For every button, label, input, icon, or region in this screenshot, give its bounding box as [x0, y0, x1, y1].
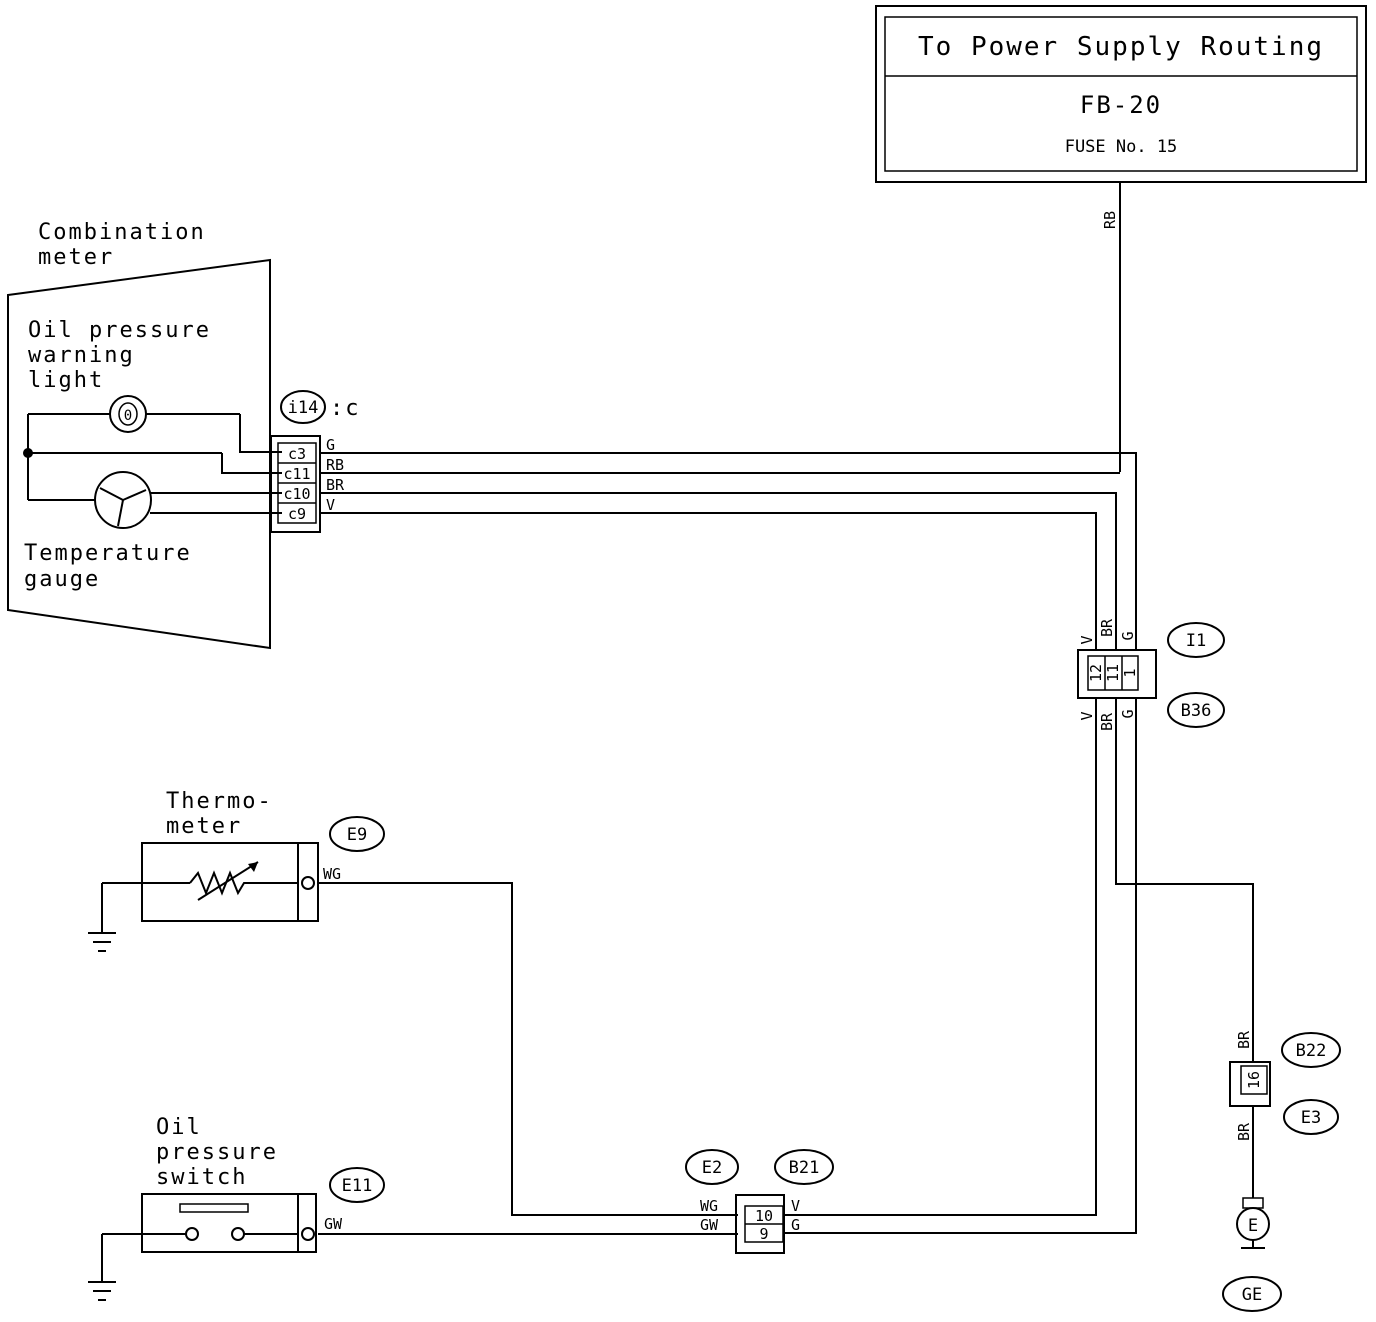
rb-feed-label: RB [1101, 211, 1119, 229]
temp-gauge-label-2: gauge [24, 567, 100, 592]
rb-feed-wire: RB [1101, 182, 1121, 472]
oil-warning-lamp-symbol: 0 [124, 408, 132, 424]
connector-b22-label: B22 [1296, 1041, 1327, 1061]
wire-label-br-b22-top: BR [1235, 1030, 1253, 1049]
combination-meter-title-1: Combination [38, 220, 206, 245]
lower-harness-wires [784, 698, 1254, 1234]
ground-point-ge: E GE [1222, 1197, 1282, 1312]
wire-label-br-top: BR [1098, 618, 1116, 637]
oil-light-label-1: Oil pressure [28, 318, 211, 343]
wire-label-g-bottom: G [1119, 709, 1137, 718]
i14-pin-c11: c11 [283, 465, 310, 483]
oil-warning-lamp-icon: 0 [109, 395, 147, 433]
connector-i1-label: I1 [1186, 631, 1206, 651]
ground-ge-label: GE [1242, 1285, 1262, 1305]
thermometer-title-1: Thermo- [166, 789, 273, 814]
oil-light-label-2: warning [28, 343, 135, 368]
connector-e9-label: E9 [347, 825, 367, 845]
connector-e11-label: E11 [342, 1176, 373, 1196]
wire-label-g-b21: G [791, 1216, 800, 1234]
connector-e2-b21: E2 B21 10 9 WG GW V G [685, 1149, 834, 1254]
e2-pin-10: 10 [755, 1207, 773, 1225]
wire-label-g-i14: G [326, 436, 335, 454]
wire-label-wg-e2: WG [700, 1197, 718, 1215]
connector-i1-b36: V BR G 12 11 1 I1 B36 V BR G [1077, 618, 1225, 731]
i14-pin-c10: c10 [283, 485, 310, 503]
wire-label-gw-e11: GW [324, 1215, 343, 1233]
connector-e2-label: E2 [702, 1158, 722, 1178]
thermometer-title-2: meter [166, 814, 242, 839]
thermistor-icon [189, 861, 298, 901]
combination-meter: Combination meter Oil pressure warning l… [7, 220, 282, 650]
connector-b36-label: B36 [1181, 701, 1212, 721]
ground-e-label: E [1248, 1216, 1258, 1236]
e2-pin-9: 9 [759, 1225, 768, 1243]
i1-pin-11: 11 [1104, 664, 1122, 682]
ground-symbol-icon [88, 1234, 116, 1301]
connector-b22-e3: BR 16 B22 E3 BR [1229, 1030, 1341, 1198]
wire-label-g-top: G [1119, 631, 1137, 640]
combination-meter-title-2: meter [38, 245, 114, 270]
connector-i14-suffix: :c [330, 396, 361, 421]
wire-label-gw-e2: GW [700, 1216, 719, 1234]
temp-gauge-label-1: Temperature [24, 541, 192, 566]
oil-light-label-3: light [28, 368, 104, 393]
wire-label-br-b22-bottom: BR [1235, 1122, 1253, 1141]
oil-switch-title-3: switch [156, 1165, 247, 1190]
wire-label-v-i14: V [326, 496, 335, 514]
connector-b21-label: B21 [789, 1158, 820, 1178]
b22-pin-16: 16 [1245, 1071, 1263, 1089]
harness-wires [320, 452, 1137, 650]
ground-symbol-icon [88, 883, 116, 952]
fuse-label: FUSE No. 15 [1065, 137, 1178, 157]
oil-pressure-switch: Oil pressure switch E11 GW [102, 1115, 385, 1253]
pressure-switch-icon [102, 1203, 298, 1241]
wire-label-v-b21: V [791, 1197, 800, 1215]
wg-wire [318, 882, 738, 1216]
oil-switch-title-2: pressure [156, 1140, 278, 1165]
oil-switch-title-1: Oil [156, 1115, 202, 1140]
i1-pin-1: 1 [1121, 668, 1139, 677]
power-supply-title: To Power Supply Routing [918, 32, 1324, 62]
temperature-gauge-icon [94, 471, 152, 529]
wire-label-rb-i14: RB [326, 456, 344, 474]
wire-label-v-bottom: V [1078, 711, 1096, 720]
power-supply-box: To Power Supply Routing FB-20 FUSE No. 1… [875, 5, 1367, 183]
i14-pin-c9: c9 [288, 505, 306, 523]
thermometer-sender: Thermo- meter E9 WG [102, 789, 385, 922]
connector-i14-label: i14 [288, 398, 319, 418]
wire-label-br-i14: BR [326, 476, 345, 494]
i14-pin-c3: c3 [288, 445, 306, 463]
connector-e3-label: E3 [1301, 1108, 1321, 1128]
fb-label: FB-20 [1080, 91, 1162, 119]
i1-pin-12: 12 [1087, 664, 1105, 682]
wire-label-wg-e9: WG [323, 865, 341, 883]
connector-i14: i14 :c c3 c11 c10 c9 [270, 390, 361, 533]
wire-label-br-bottom: BR [1098, 712, 1116, 731]
wire-label-v-top: V [1078, 635, 1096, 644]
